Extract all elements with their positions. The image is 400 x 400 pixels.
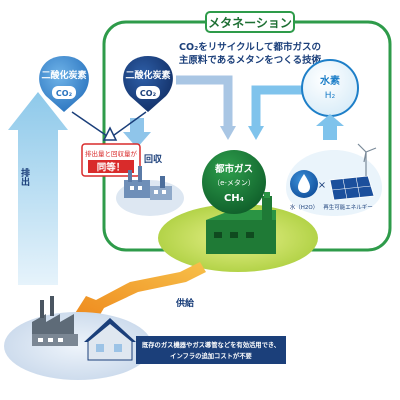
energy-label: 再生可能エネルギー xyxy=(323,203,373,211)
co2-balloon-left: 二酸化炭素 CO₂ xyxy=(39,56,89,112)
methanation-plant-icon xyxy=(206,192,276,254)
recovery-arrow xyxy=(123,118,151,148)
house-icon xyxy=(84,318,136,361)
emission-label: 排出 xyxy=(19,167,30,187)
water-energy-panel: × 水（H2O） 再生可能エネルギー xyxy=(286,143,382,216)
recovery-label: 回収 xyxy=(144,153,163,165)
infrastructure-note: 既存のガス機器やガス導管などを有効活用でき、 インフラの追加コストが不要 xyxy=(136,336,286,364)
water-energy-cross: × xyxy=(318,180,326,191)
h2-to-methane-arrow xyxy=(251,85,306,128)
note-line2: インフラの追加コストが不要 xyxy=(170,351,252,360)
balloon-left-label: 二酸化炭素 xyxy=(41,69,86,81)
co2-to-methane-arrow xyxy=(176,75,233,128)
hydrogen-label: 水素 xyxy=(319,74,340,87)
methane-node: 都市ガス （e-メタン） CH₄ xyxy=(202,150,266,214)
water-label: 水（H2O） xyxy=(290,203,318,211)
factory-icon xyxy=(116,166,184,216)
section-title-box xyxy=(205,11,295,33)
hydrogen-node: 水素 H₂ xyxy=(301,59,359,117)
section-title: メタネーション xyxy=(208,16,292,30)
methane-label: 都市ガス xyxy=(214,163,253,175)
balloon-center-label: 二酸化炭素 xyxy=(125,69,170,81)
balance-line1: 排出量と回収量が xyxy=(85,149,138,158)
co2-balloon-center: 二酸化炭素 CO₂ xyxy=(123,56,173,112)
balance-fulcrum xyxy=(102,126,118,141)
wind-turbine-icon xyxy=(357,143,377,176)
note-line1: 既存のガス機器やガス導管などを有効活用でき、 xyxy=(142,340,280,349)
supply-label: 供給 xyxy=(175,297,195,309)
solar-panel-icon xyxy=(329,175,375,201)
balance-line2: 同等！ xyxy=(97,162,126,174)
consumer-factory-icon xyxy=(32,296,78,346)
emission-arrow xyxy=(8,92,68,285)
methane-formula: CH₄ xyxy=(224,193,244,204)
balloon-center-formula: CO₂ xyxy=(140,89,157,98)
balance-callout: 排出量と回収量が 同等！ xyxy=(81,143,141,177)
methane-sublabel: （e-メタン） xyxy=(213,178,255,187)
water-to-h2-arrow xyxy=(316,114,344,140)
supply-arrow xyxy=(72,262,206,318)
water-drop-icon xyxy=(298,174,310,193)
headline-line1: CO₂をリサイクルして都市ガスの xyxy=(179,41,321,53)
balloon-left-formula: CO₂ xyxy=(56,89,73,98)
headline-line2: 主原料であるメタンをつくる技術 xyxy=(179,54,322,66)
hydrogen-formula: H₂ xyxy=(325,91,336,101)
